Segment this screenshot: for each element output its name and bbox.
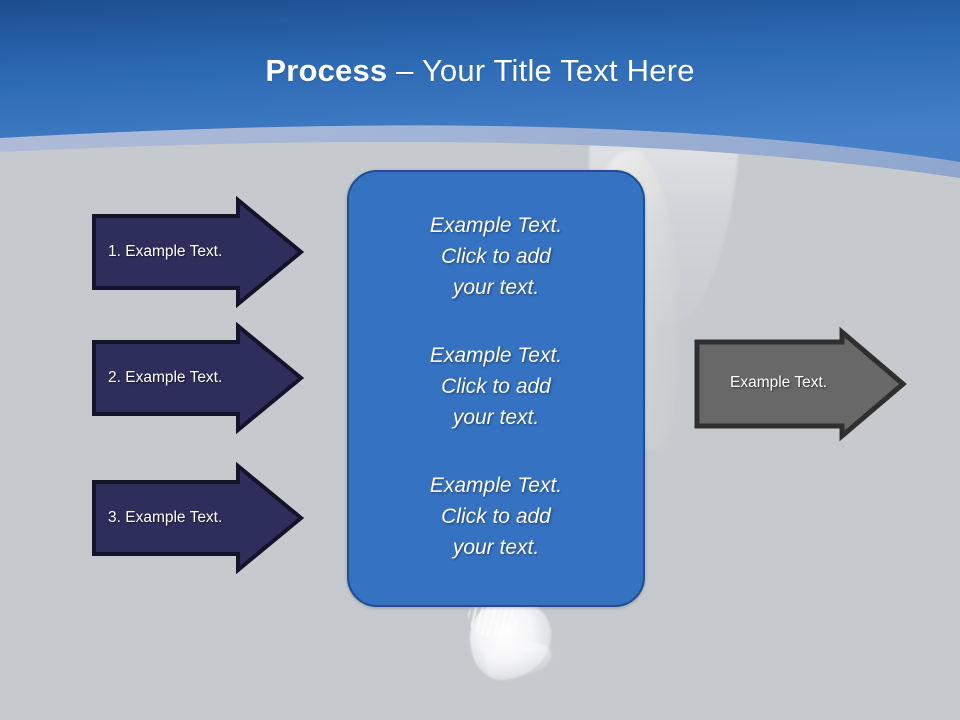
slide-header-band: [0, 0, 960, 185]
step-arrow-1-label: 1. Example Text.: [108, 243, 223, 260]
center-content-panel[interactable]: Example Text. Click to add your text. Ex…: [347, 170, 645, 607]
step-arrow-2-label: 2. Example Text.: [108, 369, 223, 386]
page-title-bold: Process: [265, 53, 388, 88]
step-arrow-1[interactable]: 1. Example Text.: [92, 195, 305, 309]
step-arrow-2[interactable]: 2. Example Text.: [92, 321, 305, 435]
page-title: Process – Your Title Text Here: [0, 52, 960, 90]
page-title-rest: – Your Title Text Here: [387, 53, 695, 88]
panel-text-block-2: Example Text. Click to add your text.: [429, 343, 563, 429]
step-arrow-3[interactable]: 3. Example Text.: [92, 461, 305, 575]
step-arrow-3-label: 3. Example Text.: [108, 509, 223, 526]
result-arrow-label: Example Text.: [730, 374, 828, 391]
panel-text-block-3: Example Text. Click to add your text.: [429, 473, 563, 559]
panel-text-block-1: Example Text. Click to add your text.: [429, 214, 563, 300]
result-arrow[interactable]: Example Text.: [694, 326, 907, 442]
